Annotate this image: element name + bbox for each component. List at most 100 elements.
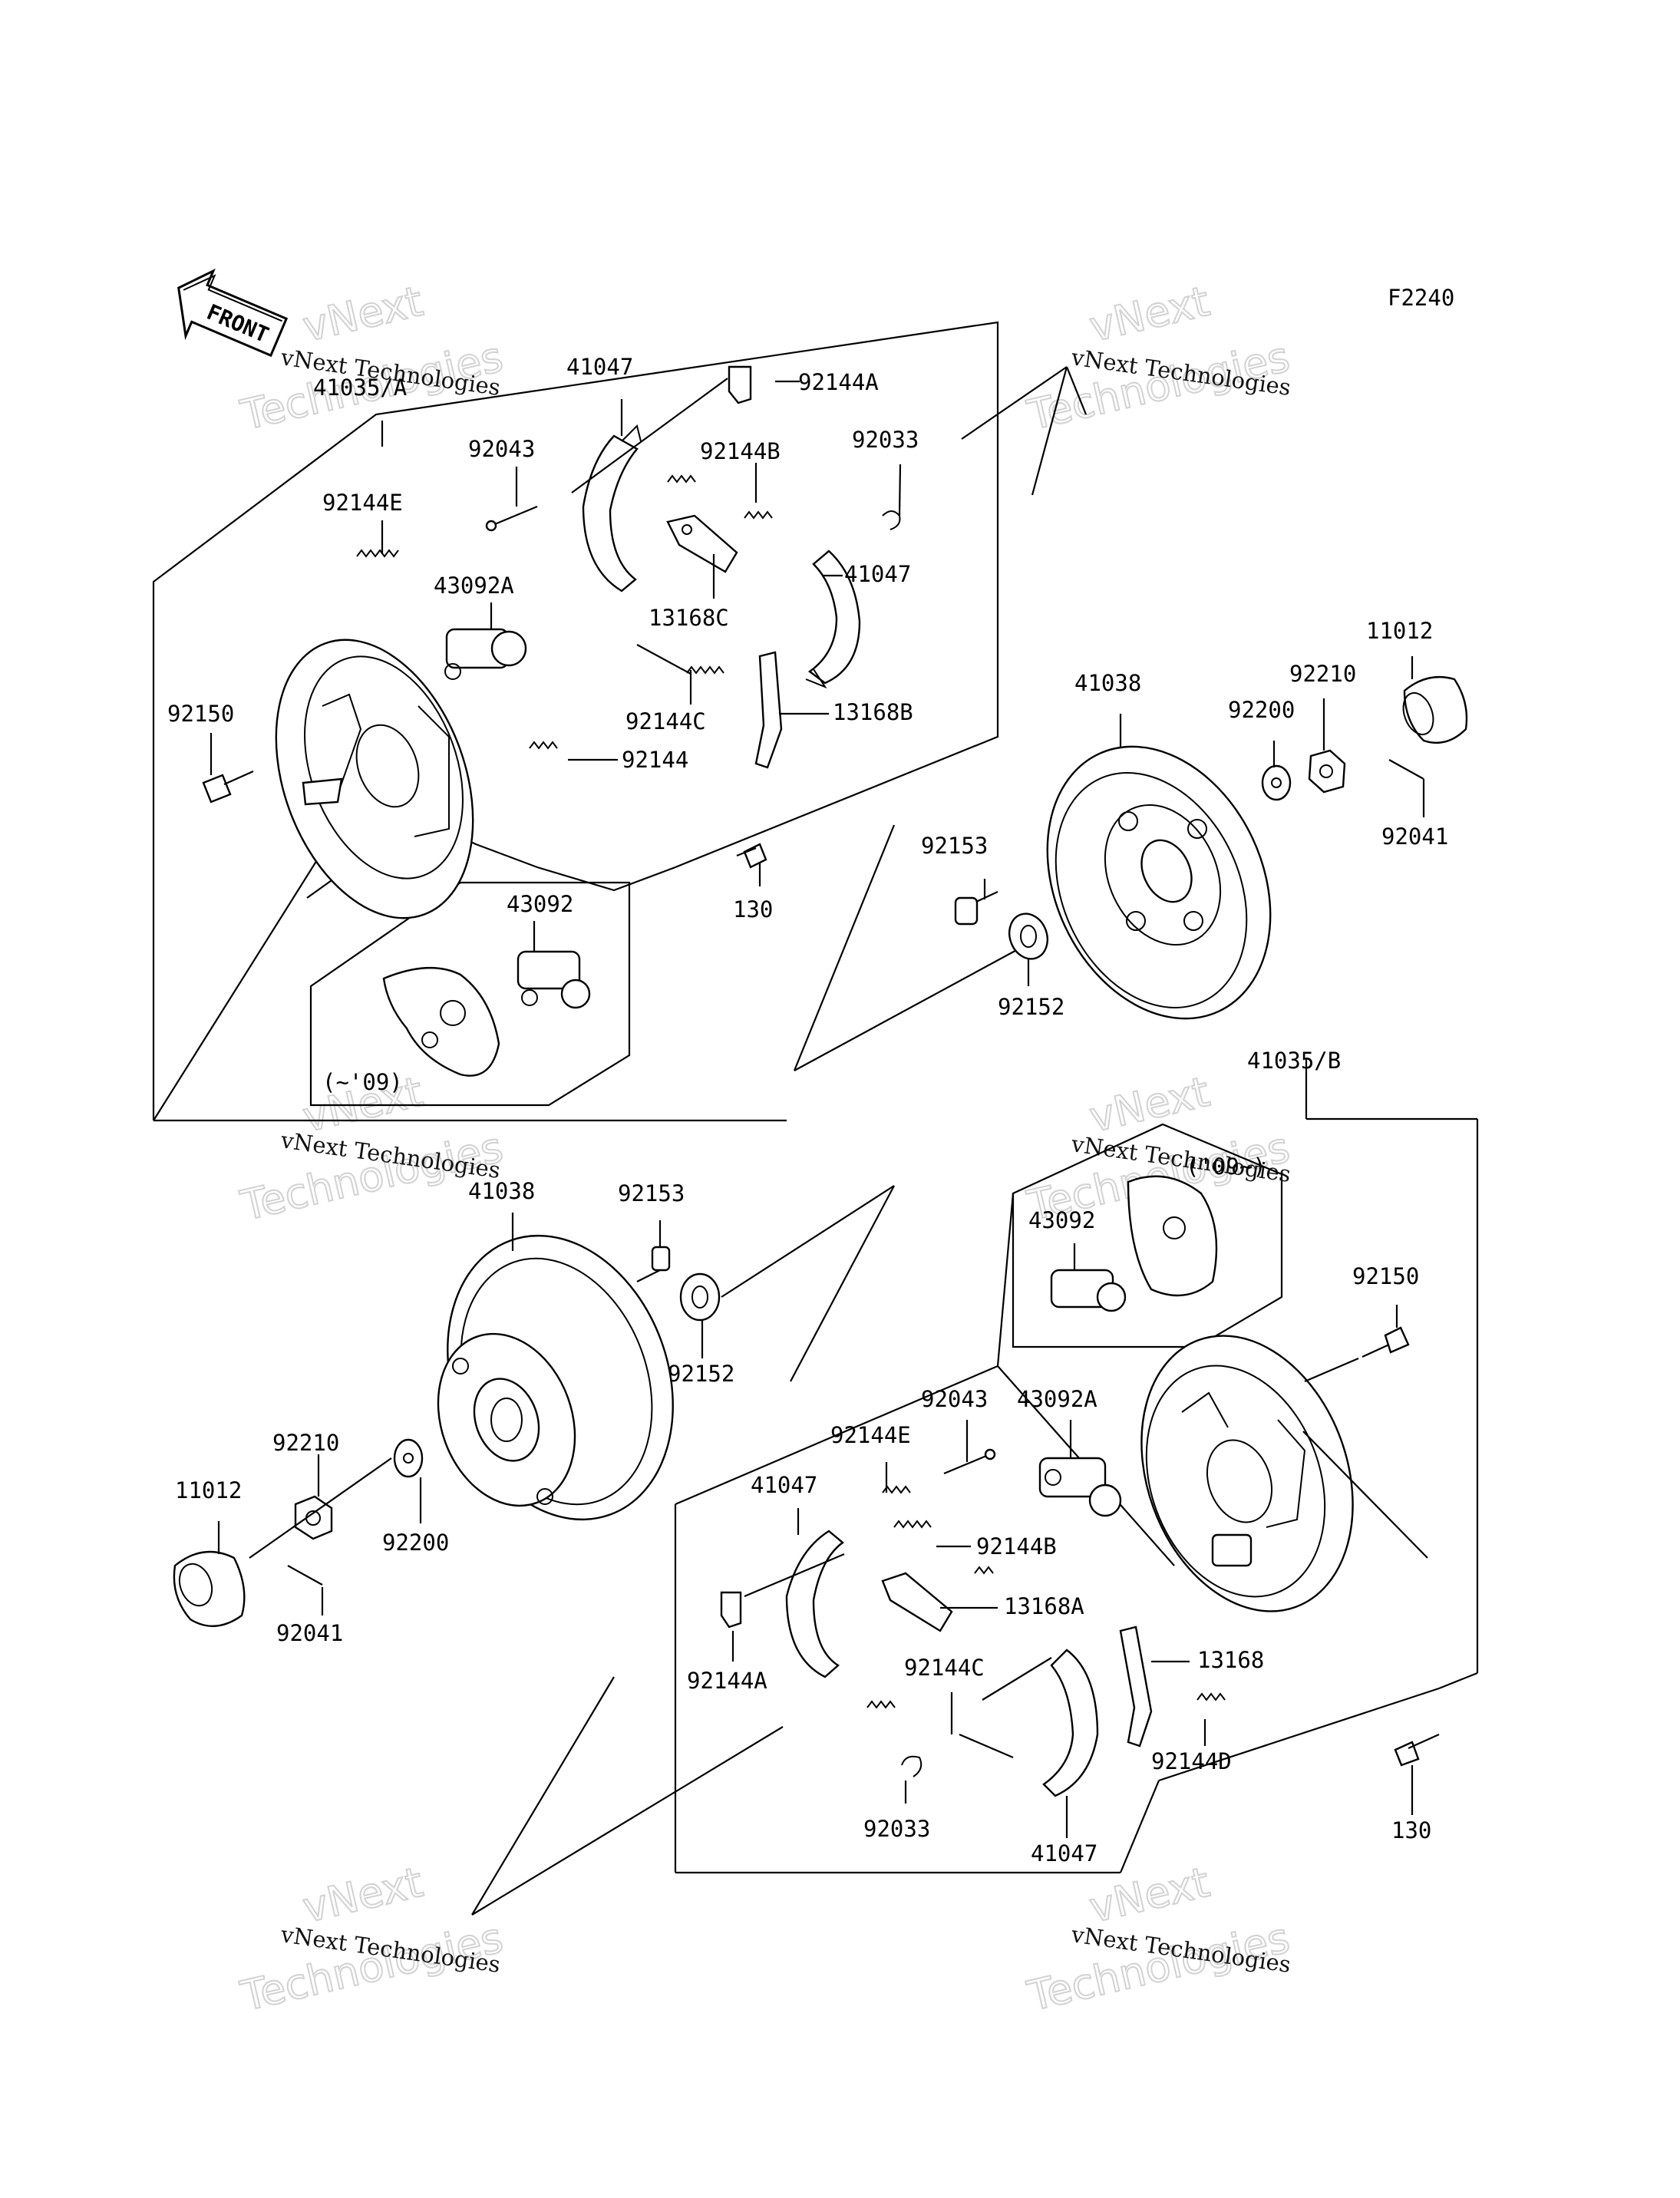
- watermark-bottom-right: vNext Technologies vNext Technologies: [1022, 1857, 1295, 2021]
- lower-brake-drum: [437, 1234, 674, 1521]
- group-label-41035A: 41035/A: [313, 375, 407, 401]
- upper-cap-11012: [1402, 676, 1468, 744]
- callout-u-92033: 92033: [852, 427, 919, 453]
- callout-u-41047-a: 41047: [566, 354, 633, 380]
- callout-u-92144E: 92144E: [322, 490, 403, 516]
- upper-washer-92152: [1008, 913, 1048, 960]
- lower-washer-92152: [679, 1272, 721, 1322]
- wheel-cylinder-icon: [1050, 1269, 1127, 1312]
- lower-brake-shoe-b: [1042, 1648, 1099, 1797]
- lower-inset-box: [1012, 1123, 1283, 1348]
- callout-lr-13168A: 13168A: [1004, 1593, 1084, 1619]
- callout-u-92144A: 92144A: [798, 369, 879, 395]
- upper-adjuster-lever: [666, 514, 738, 573]
- upper-leaders: [210, 378, 1425, 986]
- callout-ur-92153: 92153: [921, 833, 988, 859]
- watermark-top-right: vNext Technologies vNext Technologies: [1022, 276, 1295, 441]
- callout-u-13168B: 13168B: [833, 699, 913, 725]
- callout-u-92144B: 92144B: [700, 438, 781, 464]
- svg-text:vNext: vNext: [299, 277, 427, 351]
- callout-l-11012: 11012: [175, 1477, 242, 1503]
- lower-springs: [866, 1485, 1226, 1759]
- watermarks: vNext Technologies vNext Technologies vN…: [236, 276, 1295, 2021]
- callout-lr-92144C: 92144C: [904, 1655, 985, 1681]
- callout-u-92150: 92150: [167, 701, 234, 727]
- callout-lr-92144E: 92144E: [830, 1422, 911, 1448]
- callout-l-92210: 92210: [272, 1430, 339, 1456]
- lower-strut-13168: [1119, 1625, 1153, 1748]
- callout-u-43092: 43092: [507, 891, 573, 917]
- lower-cap-11012: [173, 1550, 246, 1628]
- callout-l-92153: 92153: [618, 1180, 685, 1206]
- figure-code: F2240: [1388, 285, 1454, 311]
- callout-l-92041: 92041: [276, 1620, 343, 1646]
- callout-lr-41047-a: 41047: [751, 1472, 817, 1498]
- callout-u-92144C: 92144C: [625, 708, 706, 734]
- callout-lr-92043: 92043: [921, 1386, 988, 1412]
- svg-text:vNext: vNext: [1085, 1858, 1214, 1932]
- upper-brake-shoe-a: [582, 424, 642, 592]
- callout-labels: 41047 92144A 92043 92144B 92033 92144E 4…: [167, 354, 1448, 1866]
- watermark-bottom-left: vNext Technologies vNext Technologies: [236, 1857, 508, 2021]
- callout-lr-92144B: 92144B: [976, 1533, 1057, 1559]
- lower-left-leaders: [217, 1185, 895, 1916]
- lower-right-leaders: [731, 1305, 1428, 1838]
- lower-backing-plate: [1140, 1335, 1354, 1612]
- callout-lr-41047-b: 41047: [1031, 1840, 1097, 1866]
- callout-l-92152: 92152: [668, 1361, 734, 1387]
- callout-lr-43092: 43092: [1028, 1207, 1095, 1233]
- lower-clip-92033: [901, 1755, 923, 1777]
- upper-pin-92043: [485, 505, 538, 532]
- upper-inset-box: [306, 859, 631, 1107]
- callout-lr-43092A: 43092A: [1017, 1386, 1097, 1412]
- callout-u-92144: 92144: [622, 747, 688, 773]
- callout-l-41038: 41038: [468, 1178, 535, 1204]
- group-label-41035B: 41035/B: [1247, 1048, 1341, 1074]
- lower-clip-92144A: [720, 1591, 742, 1629]
- upper-springs: [356, 474, 773, 750]
- callout-ur-92210: 92210: [1289, 661, 1356, 687]
- svg-text:vNext: vNext: [299, 1858, 427, 1932]
- lower-pin-92043: [943, 1448, 996, 1475]
- upper-wheel-cylinder: [444, 628, 527, 680]
- inset-note-lower: ('09~): [1186, 1153, 1266, 1180]
- callout-l-92200: 92200: [382, 1530, 449, 1556]
- lower-nut-92210: [294, 1495, 333, 1540]
- lower-washer-92200: [393, 1438, 424, 1478]
- upper-strut-13168B: [754, 651, 783, 769]
- callout-lr-92150: 92150: [1352, 1263, 1419, 1289]
- upper-clip-92033: [882, 510, 901, 530]
- lower-bolt-92150: [1361, 1326, 1410, 1358]
- upper-clip-92144A: [728, 365, 752, 404]
- lower-adjuster-lever-13168A: [881, 1572, 953, 1632]
- wheel-cylinder-icon: [517, 950, 591, 1009]
- upper-backing-plate: [275, 639, 474, 919]
- callout-lr-92144A: 92144A: [687, 1668, 767, 1694]
- callout-u-41047-b: 41047: [844, 561, 911, 587]
- callout-u-13168C: 13168C: [649, 605, 729, 631]
- front-arrow-icon: FRONT: [177, 268, 289, 358]
- callout-lr-92033: 92033: [863, 1816, 930, 1842]
- watermark-top-left: vNext Technologies vNext Technologies: [236, 276, 508, 441]
- svg-text:vNext: vNext: [1085, 277, 1214, 351]
- upper-brake-drum: [1046, 745, 1272, 1020]
- upper-brake-shoe-b: [805, 550, 861, 689]
- upper-nut-92210: [1308, 749, 1346, 794]
- upper-cotter-92041: [1388, 759, 1424, 780]
- callout-ur-41038: 41038: [1074, 670, 1141, 696]
- callout-lr-13168: 13168: [1197, 1647, 1264, 1673]
- lower-wheel-cylinder: [1038, 1457, 1122, 1517]
- inset-note-upper: (~'09): [322, 1069, 403, 1095]
- callout-lr-92144D: 92144D: [1151, 1748, 1232, 1774]
- lower-stud-92153: [636, 1246, 671, 1282]
- upper-stud-92153: [954, 891, 998, 926]
- upper-bolt-92150: [202, 770, 254, 804]
- callout-ur-11012: 11012: [1366, 618, 1433, 644]
- upper-washer-92200: [1261, 764, 1292, 801]
- callout-lr-130: 130: [1391, 1817, 1431, 1843]
- lower-brake-shoe-a: [785, 1530, 844, 1678]
- lower-cotter-92041: [287, 1565, 323, 1586]
- callout-u-43092A: 43092A: [434, 573, 514, 599]
- upper-bolt-130: [736, 843, 767, 869]
